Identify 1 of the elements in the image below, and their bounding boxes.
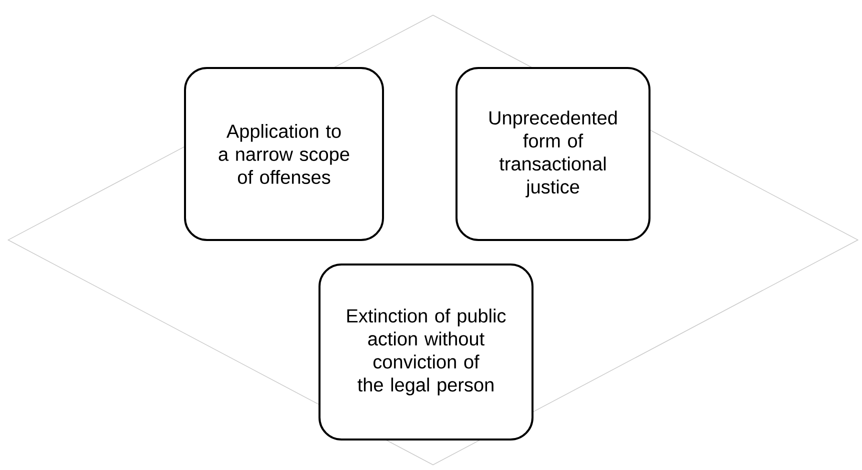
rounded-box: Extinction of public action without conviction of the legal person	[318, 263, 534, 440]
